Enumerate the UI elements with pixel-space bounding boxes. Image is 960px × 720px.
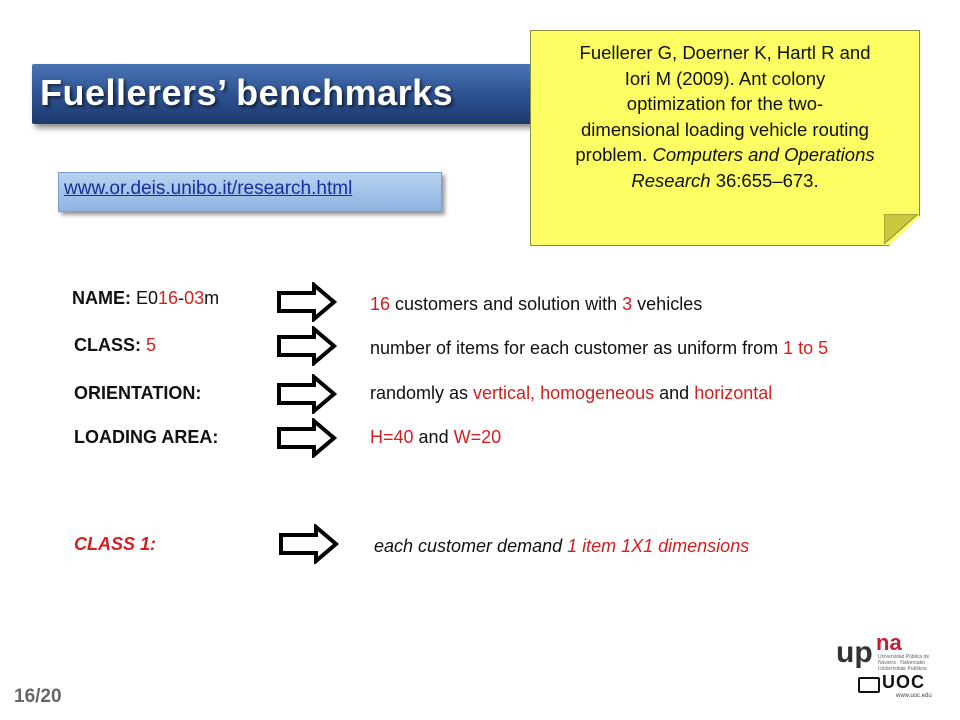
page-title: Fuellerers’ benchmarks [40, 72, 454, 113]
arrow-icon [277, 282, 338, 322]
arrow-icon [277, 374, 338, 414]
class-label: CLASS: 5 [74, 335, 157, 355]
orientation-label: ORIENTATION: [74, 383, 202, 403]
page-number: 16/20 [14, 686, 62, 707]
arrow-icon [277, 326, 338, 366]
name-description: 16 customers and solution with 3 vehicle… [370, 294, 703, 314]
name-label: NAME: E016-03m [72, 288, 220, 308]
arrow-icon [277, 418, 338, 458]
class1-description: each customer demand 1 item 1X1 dimensio… [374, 536, 750, 556]
arrow-icon [279, 524, 340, 564]
reference-note [530, 30, 920, 246]
class-description: number of items for each customer as uni… [370, 338, 829, 358]
reference-text: Fuellerer G, Doerner K, Hartl R and Iori… [575, 42, 875, 191]
title-banner [32, 64, 592, 124]
class1-label: CLASS 1: [74, 534, 157, 554]
loading-area-description: H=40 and W=20 [370, 427, 502, 447]
orientation-description: randomly as vertical, homogeneous and ho… [370, 383, 773, 403]
link-button[interactable] [58, 172, 442, 212]
research-link[interactable]: www.or.deis.unibo.it/research.html [64, 178, 353, 199]
loading-area-label: LOADING AREA: [74, 427, 219, 447]
note-fold-icon [883, 213, 920, 246]
uoc-icon [858, 677, 880, 693]
